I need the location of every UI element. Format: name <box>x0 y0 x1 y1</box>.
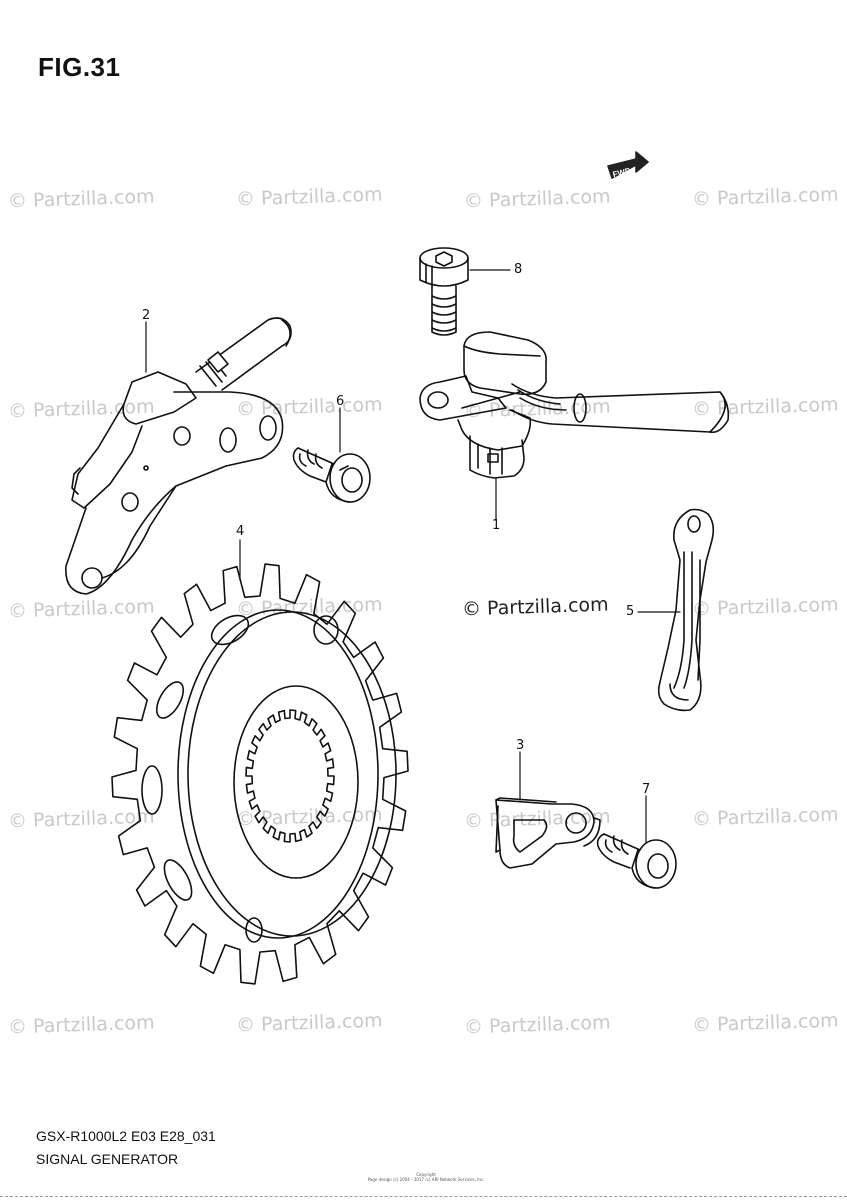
callout-3: 3 <box>516 738 525 753</box>
sensor-1-icon <box>419 331 730 479</box>
diagram-code: GSX-R1000L2 E03 E28_031 <box>36 1128 216 1144</box>
fwd-arrow-icon: FWD <box>607 151 649 179</box>
sensor-bracket-2-icon <box>65 317 292 595</box>
callout-7: 7 <box>642 782 651 797</box>
diagram-name: SIGNAL GENERATOR <box>36 1151 179 1167</box>
callout-8: 8 <box>514 262 523 277</box>
leader-lines <box>145 269 681 843</box>
signal-rotor-4-icon <box>111 563 409 985</box>
figure-title: FIG.31 <box>38 52 121 82</box>
callout-2: 2 <box>142 308 151 323</box>
bolt-6-icon <box>292 447 371 503</box>
callout-1: 1 <box>492 518 501 533</box>
page-bottom-border <box>0 1196 847 1197</box>
clamp-plate-3-icon <box>495 797 601 869</box>
callout-6: 6 <box>336 394 345 409</box>
copyright-notice: Copyright Page design (c) 2004 - 2017 (c… <box>367 1172 485 1182</box>
copyright-line-1: Copyright <box>416 1172 436 1177</box>
bolt-7-icon <box>596 833 677 889</box>
callout-5: 5 <box>626 604 635 619</box>
bolt-8-icon <box>419 247 469 336</box>
callout-4: 4 <box>236 524 245 539</box>
fwd-label: FWD <box>612 166 632 179</box>
wire-clamp-5-icon <box>657 508 715 712</box>
copyright-line-2: Page design (c) 2004 - 2017 (c) ARI Netw… <box>367 1177 485 1182</box>
